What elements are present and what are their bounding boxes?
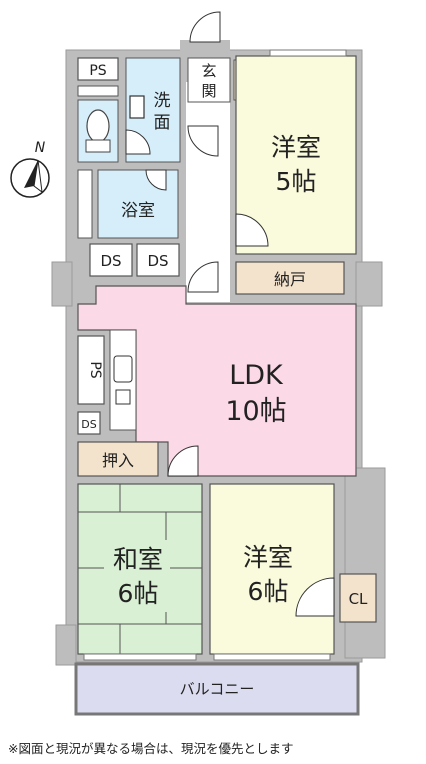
genkan-label-2: 関	[201, 82, 216, 100]
closet	[339, 573, 377, 623]
bath-left-strip	[77, 169, 93, 239]
ds-label-2: DS	[147, 252, 168, 270]
ldk-room	[77, 285, 357, 477]
bath-door-swing	[145, 169, 167, 191]
ps-side-label: PS	[87, 361, 103, 378]
ldk-door-swing	[167, 445, 199, 477]
ps-top-box	[77, 57, 119, 81]
ds-box-1	[89, 243, 133, 277]
compass-icon	[10, 158, 50, 198]
washroom-door-swing	[125, 129, 151, 155]
compass-label: N	[35, 140, 46, 156]
storage-label: 納戸	[274, 270, 306, 289]
entrance-door-swing	[189, 11, 221, 43]
washroom-label-2: 面	[154, 113, 171, 133]
oshiire-label: 押入	[102, 451, 134, 470]
south-windows	[83, 653, 331, 661]
hall-door-swing	[187, 125, 219, 157]
kitchen-sink-icon	[115, 389, 131, 405]
ps-top-label: PS	[89, 63, 106, 79]
disclaimer-note: ※図面と現況が異なる場合は、現況を優先とします	[8, 741, 294, 756]
closet-label: CL	[349, 590, 368, 608]
ldk-size: 10帖	[225, 396, 286, 427]
storage-room	[235, 261, 345, 295]
ds-box-2	[136, 243, 180, 277]
sink-icon	[129, 95, 145, 119]
ps-side-box	[77, 335, 105, 405]
ds-small-box	[77, 411, 101, 435]
washroom-label-1: 洗	[154, 91, 171, 111]
bathroom-label: 浴室	[121, 201, 155, 221]
hall-door-swing-2	[187, 261, 219, 293]
japanese-label-bg	[104, 540, 170, 612]
western-north-name: 洋室	[271, 133, 321, 162]
western-room-south	[209, 483, 335, 655]
japanese-size: 6帖	[118, 579, 159, 608]
toilet-tank-icon	[85, 139, 111, 153]
ldk-name: LDK	[229, 360, 284, 391]
washer-strip	[77, 85, 119, 97]
genkan	[187, 57, 231, 103]
western-north-door-swing	[235, 213, 269, 247]
oshiire	[77, 441, 159, 477]
balcony	[74, 662, 360, 716]
ds-small-label: DS	[81, 418, 96, 431]
ds-label-1: DS	[100, 252, 121, 270]
balcony-label: バルコニー	[180, 680, 255, 698]
genkan-label-1: 玄	[201, 62, 216, 80]
window-north	[269, 49, 347, 57]
stove-icon	[113, 355, 133, 383]
closet-door-swing	[295, 577, 335, 617]
western-north-size: 5帖	[276, 167, 317, 196]
western-south-name: 洋室	[243, 543, 293, 572]
japanese-name: 和室	[113, 545, 163, 574]
western-south-size: 6帖	[248, 577, 289, 606]
toilet-icon	[86, 109, 110, 143]
